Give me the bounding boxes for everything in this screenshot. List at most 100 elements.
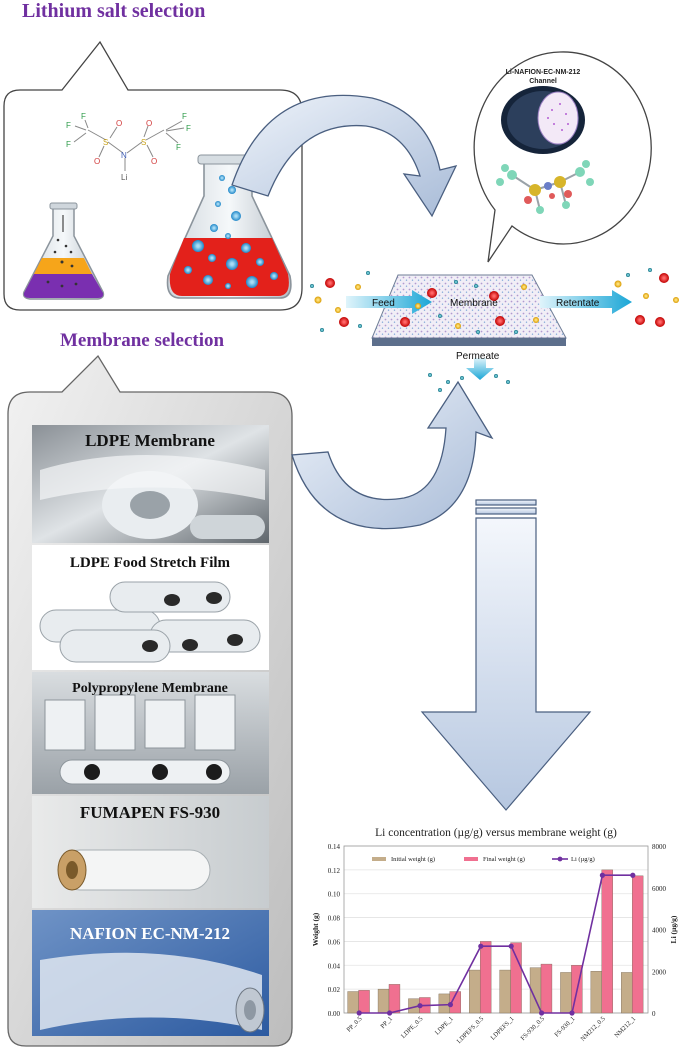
li-concentration-point	[478, 943, 484, 949]
membrane-photo-ldpe-stretch	[32, 545, 269, 670]
x-tick-label: LDPEFS_1	[489, 1015, 515, 1041]
y2-tick-label: 2000	[652, 968, 667, 976]
curved-arrow-top	[231, 94, 458, 218]
down-arrow	[420, 499, 592, 811]
channel-subtitle: Channel	[529, 78, 557, 85]
membrane-photo-polypropylene	[32, 672, 269, 794]
li-concentration-point	[417, 1003, 423, 1009]
x-tick-label: PP_1	[379, 1015, 394, 1030]
atom-label: Li	[121, 173, 127, 182]
legend-final-weight-text: Final weight (g)	[483, 856, 525, 863]
bar-initial-weight	[499, 969, 511, 1014]
membrane-label: NAFION EC-NM-212	[70, 924, 230, 943]
y2-tick-label: 6000	[652, 885, 667, 893]
bar-initial-weight	[377, 988, 390, 1014]
bar-final-weight	[631, 875, 644, 1014]
channel-callout: Li-NAFION-EC-NM-212 Channel	[473, 51, 652, 263]
li-concentration-point	[599, 872, 606, 878]
bar-final-weight	[601, 869, 613, 1014]
permeate-particles	[428, 373, 510, 392]
channel-title: Li-NAFION-EC-NM-212	[506, 69, 581, 76]
y-tick-label: 0.02	[328, 986, 341, 994]
atom-label: O	[116, 119, 122, 128]
membrane-photo-fumapen	[32, 796, 269, 908]
channel-molecule	[496, 160, 594, 214]
large-flask	[166, 154, 292, 299]
atom-label: O	[94, 157, 100, 166]
li-concentration-point	[630, 872, 636, 878]
membrane-particles	[400, 280, 539, 334]
small-flask	[22, 202, 105, 300]
bar-final-weight	[510, 942, 522, 1014]
permeate-arrow	[466, 358, 494, 380]
feed-particles	[310, 271, 370, 332]
membrane-photo-nafion	[32, 910, 269, 1036]
tfsi-molecule: F F F O S O N Li O S O F F F	[66, 112, 191, 182]
legend-initial-weight-swatch	[372, 857, 386, 861]
filtration-scheme: Feed Membrane Retentate Permeate	[310, 268, 679, 392]
legend-final-weight-swatch	[464, 857, 478, 861]
permeate-label: Permeate	[456, 351, 500, 362]
li-concentration-point	[539, 1010, 545, 1016]
x-tick-label: FS-930_0.5	[519, 1015, 546, 1042]
membrane-label: LDPE Membrane	[85, 431, 215, 450]
y2-axis-label: Li (µg/g)	[669, 915, 678, 943]
y-tick-label: 0.08	[328, 915, 341, 923]
bar-initial-weight	[347, 991, 359, 1014]
atom-label: F	[176, 143, 181, 152]
bar-final-weight	[388, 984, 401, 1014]
retentate-arrow	[540, 290, 632, 314]
membrane-label: Polypropylene Membrane	[72, 681, 228, 696]
retentate-label: Retentate	[556, 298, 600, 309]
atom-label: F	[66, 140, 71, 149]
li-concentration-point	[387, 1010, 393, 1016]
x-tick-label: NM212_0.5	[580, 1015, 607, 1042]
x-tick-label: NM212_1	[613, 1015, 637, 1039]
x-tick-label: LDPE_1	[434, 1015, 455, 1036]
y2-tick-label: 8000	[652, 843, 667, 851]
li-concentration-point	[508, 943, 514, 949]
plot-frame	[343, 845, 649, 1014]
atom-label: S	[103, 138, 108, 147]
atom-label: S	[141, 138, 146, 147]
retentate-particles	[614, 268, 679, 327]
atom-label: F	[81, 112, 86, 121]
li-concentration-line	[359, 874, 633, 1014]
membrane-label-flow: Membrane	[450, 298, 498, 309]
y-tick-label: 0.06	[328, 938, 341, 946]
chart-title: Li concentration (µg/g) versus membrane …	[375, 827, 617, 839]
atom-label: F	[66, 121, 71, 130]
bar-initial-weight	[560, 972, 572, 1014]
atom-label: O	[151, 157, 157, 166]
curved-arrow-bottom	[291, 380, 494, 530]
membrane-label: LDPE Food Stretch Film	[70, 555, 231, 571]
bar-final-weight	[358, 990, 370, 1014]
y2-tick-label: 0	[652, 1010, 656, 1018]
atom-label: N	[121, 151, 127, 160]
x-tick-label: LDPEFS_0.5	[456, 1015, 486, 1045]
bar-final-weight	[479, 941, 492, 1014]
x-tick-label: LDPE_0.5	[400, 1015, 424, 1039]
legend-li-marker	[557, 856, 563, 862]
membrane-photo-ldpe	[32, 425, 269, 543]
y-tick-label: 0.10	[328, 891, 341, 899]
li-concentration-point	[356, 1010, 362, 1016]
membrane-selection-heading: Membrane selection	[60, 330, 225, 351]
bar-initial-weight	[590, 971, 602, 1014]
y2-tick-label: 4000	[652, 927, 667, 935]
bar-initial-weight	[621, 972, 633, 1014]
y-axis-label: Weight (g)	[311, 912, 320, 946]
bar-final-weight	[540, 963, 553, 1014]
li-concentration-chart: Li concentration (µg/g) versus membrane …	[311, 827, 678, 1045]
atom-label: O	[146, 119, 152, 128]
li-concentration-point	[569, 1010, 575, 1016]
y-tick-label: 0.14	[328, 843, 341, 851]
y-tick-label: 0.04	[328, 962, 341, 970]
li-concentration-point	[447, 1002, 453, 1008]
x-tick-label: PP_0.5	[346, 1015, 364, 1033]
y-tick-label: 0.00	[328, 1010, 341, 1018]
membrane-label: FUMAPEN FS-930	[80, 803, 220, 822]
atom-label: F	[182, 112, 187, 121]
bar-initial-weight	[469, 969, 481, 1014]
